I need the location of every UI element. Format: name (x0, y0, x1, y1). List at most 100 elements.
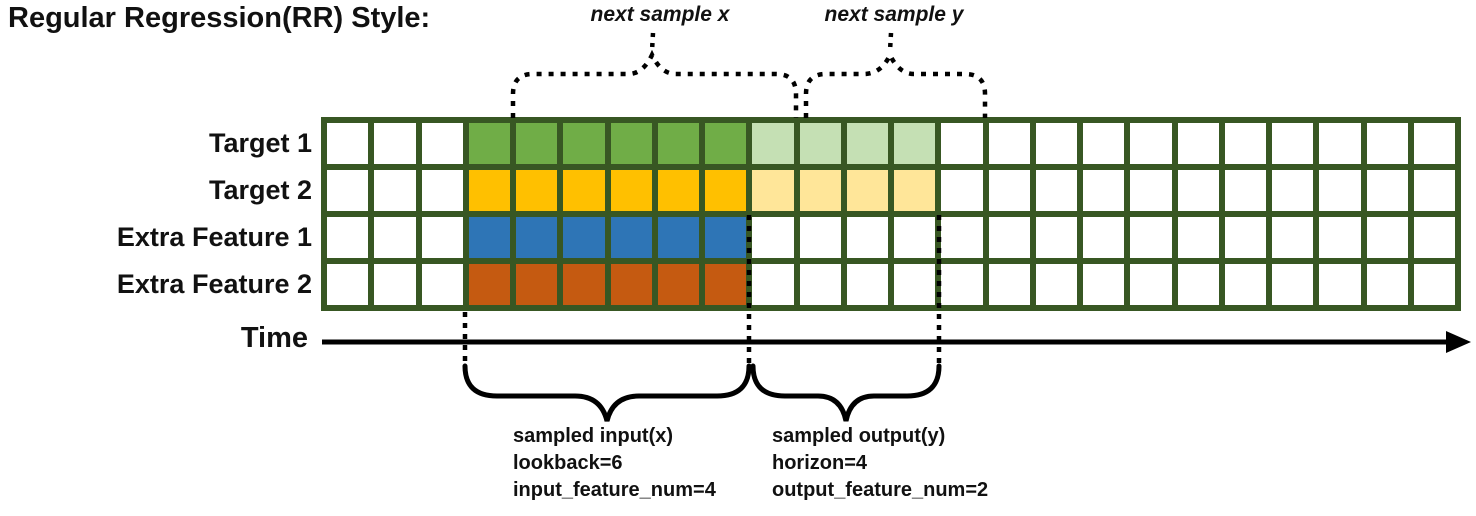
grid-cell (1413, 170, 1455, 211)
grid-cell (610, 217, 652, 258)
grid-cell (941, 170, 983, 211)
grid-cell (1224, 264, 1266, 305)
grid-cell (705, 170, 747, 211)
grid-cell (705, 217, 747, 258)
grid-cell (468, 170, 510, 211)
grid-cell (1130, 123, 1172, 164)
grid-cell (657, 123, 699, 164)
grid-cell (657, 264, 699, 305)
grid-cell (1272, 264, 1314, 305)
grid-cell (1130, 264, 1172, 305)
grid-cell (988, 264, 1030, 305)
grid-cell (1177, 264, 1219, 305)
grid-cell (988, 170, 1030, 211)
sampled-output-brace (750, 363, 942, 422)
grid-cell (752, 170, 794, 211)
grid-cell (988, 217, 1030, 258)
grid-cell (1130, 217, 1172, 258)
grid-cell (1083, 217, 1125, 258)
grid-cell (421, 123, 463, 164)
grid-cell (846, 217, 888, 258)
grid-cell (657, 170, 699, 211)
grid-cell (468, 264, 510, 305)
grid-cell (563, 217, 605, 258)
grid-cell (894, 264, 936, 305)
grid-cell (1319, 264, 1361, 305)
grid-cell (1319, 170, 1361, 211)
grid-cell (705, 264, 747, 305)
grid-cell (941, 264, 983, 305)
grid-cell (1319, 123, 1361, 164)
row-label-target-1: Target 1 (208, 128, 312, 158)
grid-cell (516, 170, 558, 211)
diagram-title: Regular Regression(RR) Style: (8, 2, 431, 34)
grid-cell (1083, 170, 1125, 211)
grid-cell (563, 170, 605, 211)
grid-cell (1177, 170, 1219, 211)
grid-cell (752, 123, 794, 164)
grid-cell (374, 170, 416, 211)
next-sample-y-brace (803, 49, 988, 118)
grid-cell (1224, 170, 1266, 211)
grid-cell (1366, 170, 1408, 211)
grid-cell (1130, 170, 1172, 211)
grid-cell (610, 264, 652, 305)
row-label-target-2: Target 2 (208, 175, 312, 205)
grid-cell (799, 217, 841, 258)
grid-cell (1366, 123, 1408, 164)
input-feature-num-value: input_feature_num=4 (513, 479, 716, 501)
grid-cell (516, 123, 558, 164)
grid-cell (846, 170, 888, 211)
grid-cell (705, 123, 747, 164)
grid-cell (941, 123, 983, 164)
grid-cell (752, 264, 794, 305)
grid-cell (1319, 217, 1361, 258)
grid-cell (657, 217, 699, 258)
grid-cell (1272, 123, 1314, 164)
grid-cell (941, 217, 983, 258)
grid-cell (846, 264, 888, 305)
grid-cell (563, 123, 605, 164)
grid-cell (421, 170, 463, 211)
lookback-value: lookback=6 (513, 452, 623, 474)
next-sample-x-label: next sample x (590, 3, 730, 26)
grid-cell (1083, 264, 1125, 305)
grid-cell (846, 123, 888, 164)
next-sample-y-connector (887, 32, 894, 52)
grid-cell (1224, 123, 1266, 164)
grid-cell (1035, 123, 1077, 164)
grid-cell (421, 264, 463, 305)
grid-cell (894, 170, 936, 211)
grid-cell (988, 123, 1030, 164)
grid-cell (468, 123, 510, 164)
time-arrowhead-icon (1446, 331, 1471, 353)
sampled-input-title: sampled input(x) (513, 425, 674, 447)
grid-cell (610, 123, 652, 164)
time-series-grid (321, 117, 1461, 311)
grid-cell (1177, 123, 1219, 164)
grid-cell (799, 170, 841, 211)
grid-cell (468, 217, 510, 258)
grid-cell (516, 264, 558, 305)
grid-cell (752, 217, 794, 258)
sampled-output-note: sampled output(y) horizon=4 output_featu… (772, 423, 988, 504)
row-label-extra-feature-1: Extra Feature 1 (116, 222, 312, 252)
sampled-input-brace (462, 363, 752, 422)
grid-cell (327, 264, 369, 305)
time-axis-label: Time (240, 322, 308, 354)
grid-cell (1035, 264, 1077, 305)
grid-cell (1413, 123, 1455, 164)
grid-cell (894, 123, 936, 164)
grid-cell (421, 217, 463, 258)
grid-cell (1413, 264, 1455, 305)
grid-cell (1177, 217, 1219, 258)
grid-cell (327, 217, 369, 258)
grid-cell (516, 217, 558, 258)
next-sample-x-brace (510, 49, 799, 118)
grid-cell (374, 123, 416, 164)
grid-cell (894, 217, 936, 258)
output-feature-num-value: output_feature_num=2 (772, 479, 989, 501)
grid-cell (1224, 217, 1266, 258)
